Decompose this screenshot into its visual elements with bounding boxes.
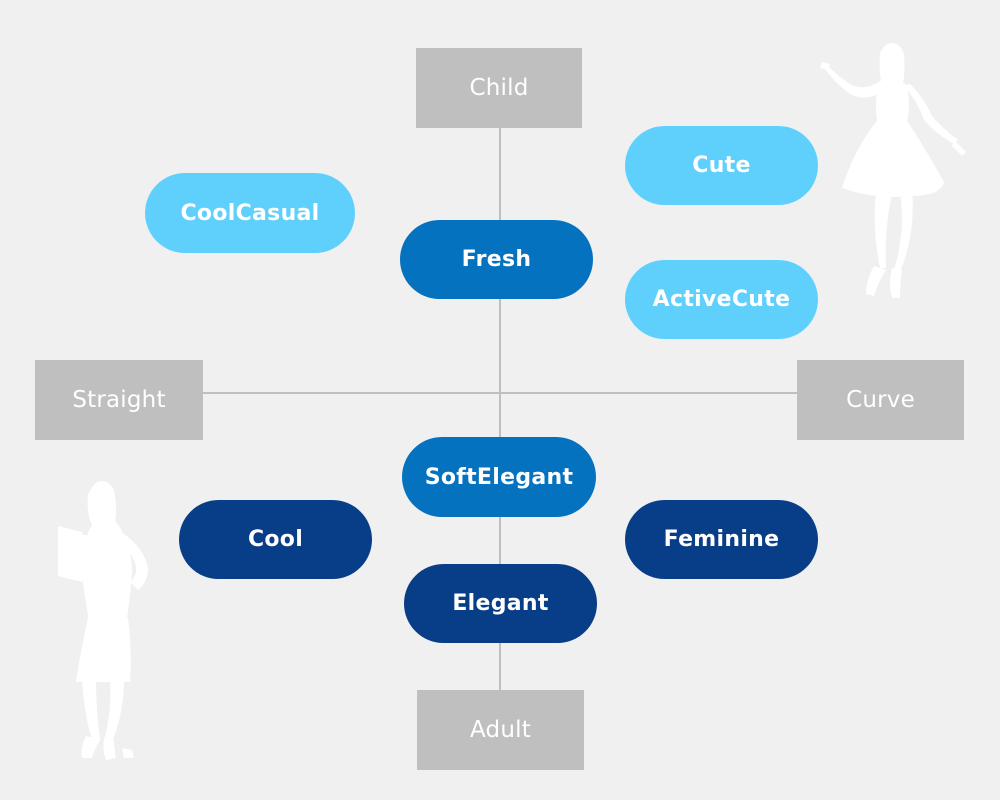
axis-label-adult-text: Adult xyxy=(470,717,531,743)
style-node-elegant: Elegant xyxy=(404,564,597,643)
axis-label-curve-text: Curve xyxy=(846,387,915,413)
style-node-softelegant: SoftElegant xyxy=(402,437,596,517)
axis-label-adult: Adult xyxy=(417,690,584,770)
style-node-cute-label: Cute xyxy=(692,153,751,178)
axis-label-straight-text: Straight xyxy=(72,387,166,413)
axis-label-curve: Curve xyxy=(797,360,964,440)
style-node-feminine: Feminine xyxy=(625,500,818,579)
horizontal-axis-line xyxy=(203,392,797,394)
axis-label-straight: Straight xyxy=(35,360,203,440)
style-node-softelegant-label: SoftElegant xyxy=(424,464,574,490)
style-node-cool: Cool xyxy=(179,500,372,579)
style-node-activecute-label: ActiveCute xyxy=(652,287,791,312)
style-node-elegant-label: Elegant xyxy=(452,591,549,616)
style-node-cool-label: Cool xyxy=(247,527,304,552)
dancing-woman-silhouette-icon xyxy=(820,43,966,298)
vertical-axis-line xyxy=(499,128,501,690)
axis-label-child: Child xyxy=(416,48,582,128)
style-node-coolcasual: CoolCasual xyxy=(145,173,355,253)
style-node-feminine-label: Feminine xyxy=(663,527,780,552)
standing-woman-with-folder-silhouette-icon xyxy=(58,481,148,760)
style-node-activecute: ActiveCute xyxy=(625,260,818,339)
axis-label-child-text: Child xyxy=(469,75,529,101)
style-node-coolcasual-label: CoolCasual xyxy=(180,200,320,226)
style-node-cute: Cute xyxy=(625,126,818,205)
style-node-fresh-label: Fresh xyxy=(461,247,532,272)
style-node-fresh: Fresh xyxy=(400,220,593,299)
